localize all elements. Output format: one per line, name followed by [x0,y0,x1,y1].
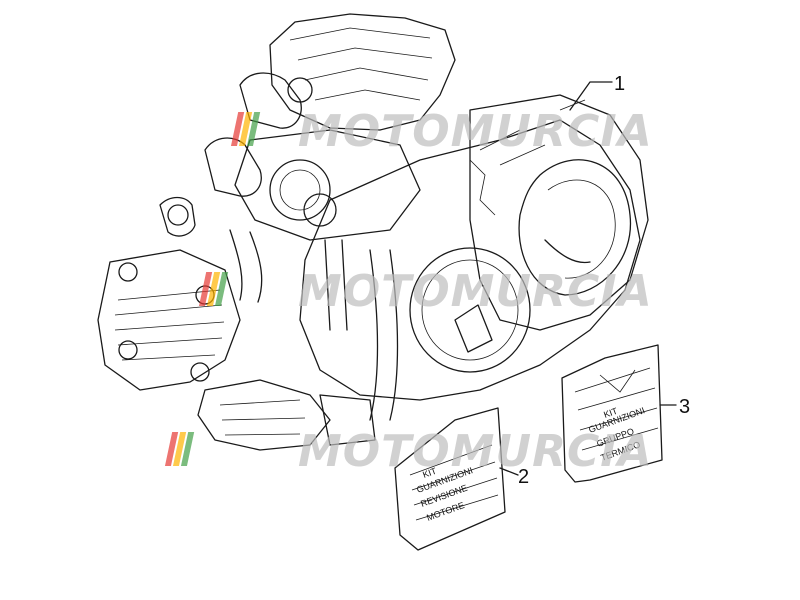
callout-2-number: 2 [518,466,529,488]
watermark-logo-bottom: MOTOMURCIA [164,426,653,477]
engine-assembly-drawing [97,13,649,451]
callout-2-leader [499,467,519,476]
watermark-logo-top: MOTOMURCIA [230,106,653,157]
watermark-logo-middle: MOTOMURCIA [198,266,653,317]
kit-revisione-line1: KIT [421,466,438,480]
kit-gruppo-line1: KIT [602,406,619,420]
callout-1-number: 1 [614,73,625,95]
callout-1-leader [569,81,613,111]
watermark-text-top: MOTOMURCIA [298,106,653,157]
watermark-text-bottom: MOTOMURCIA [298,426,653,477]
watermark-text-middle: MOTOMURCIA [298,266,653,317]
callout-3-number: 3 [679,396,690,418]
